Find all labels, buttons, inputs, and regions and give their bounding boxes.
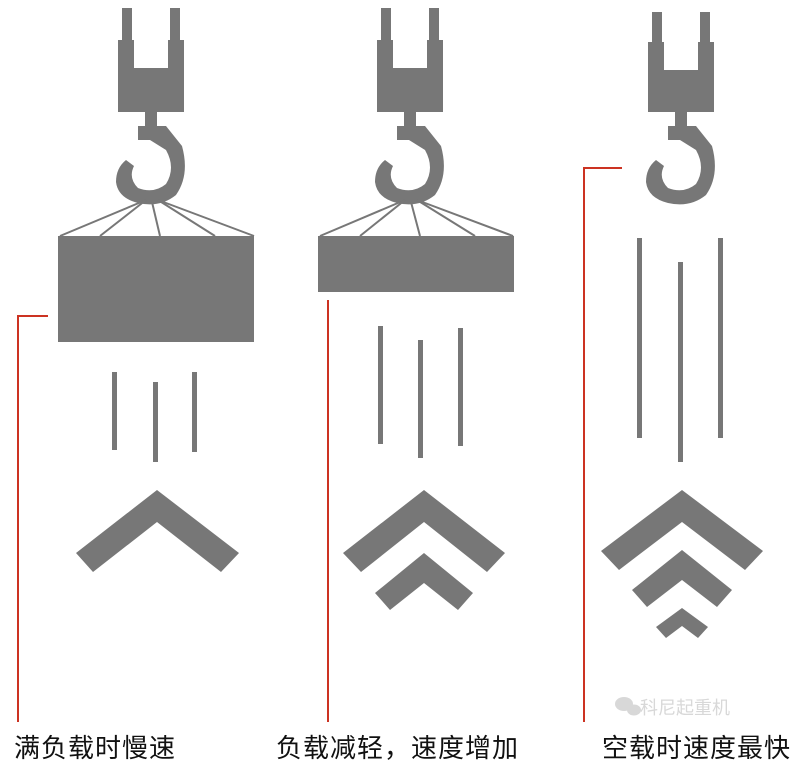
up-chevron-icon bbox=[76, 490, 239, 572]
speed-line-icon bbox=[678, 262, 683, 462]
rigging-lines bbox=[59, 199, 255, 237]
speed-line-icon bbox=[378, 326, 383, 444]
load-block-icon bbox=[58, 236, 254, 342]
speed-line-icon bbox=[112, 372, 117, 450]
leader-line bbox=[17, 315, 48, 722]
speed-lines bbox=[112, 372, 197, 462]
caption-no-load: 空载时速度最快 bbox=[602, 734, 792, 764]
crane-hook-icon bbox=[375, 8, 444, 205]
watermark-text: 科尼起重机 bbox=[640, 698, 730, 719]
up-chevron-icon bbox=[632, 550, 732, 607]
speed-line-icon bbox=[192, 372, 197, 452]
panel-reduced-load bbox=[318, 8, 514, 722]
up-chevron-icon bbox=[343, 490, 505, 572]
speed-line-icon bbox=[637, 238, 642, 438]
speed-line-icon bbox=[718, 238, 723, 438]
speed-line-icon bbox=[153, 382, 158, 462]
wechat-icon bbox=[615, 697, 641, 716]
speed-lines bbox=[637, 238, 723, 462]
caption-full-load: 满负载时慢速 bbox=[14, 734, 177, 764]
leader-line bbox=[583, 167, 622, 722]
speed-line-icon bbox=[458, 328, 463, 446]
up-chevron-icon bbox=[601, 490, 763, 570]
rigging-lines bbox=[319, 199, 514, 237]
panel-full-load bbox=[17, 8, 255, 722]
speed-lines bbox=[378, 326, 463, 458]
speed-line-icon bbox=[418, 340, 423, 458]
crane-hook-icon bbox=[646, 12, 715, 205]
up-chevron-icon bbox=[375, 553, 473, 610]
up-chevron-icon bbox=[656, 608, 708, 638]
load-block-icon bbox=[318, 236, 514, 292]
crane-hook-icon bbox=[116, 8, 185, 205]
caption-reduced-load: 负载减轻，速度增加 bbox=[276, 734, 520, 764]
panel-no-load bbox=[583, 12, 763, 722]
